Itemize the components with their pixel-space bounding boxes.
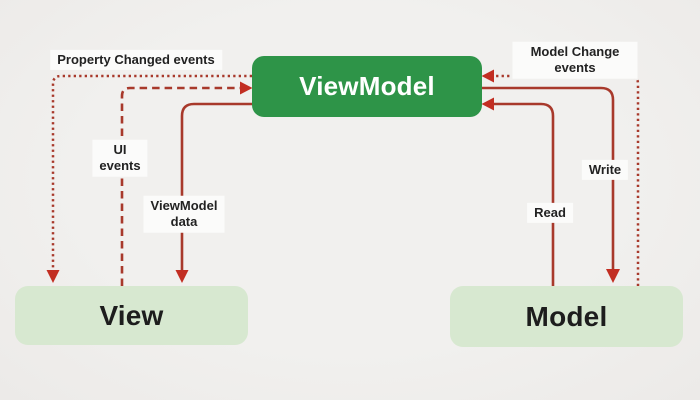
arrowhead-right-icon (240, 81, 253, 95)
label-read: Read (527, 202, 573, 224)
label-viewmodel-data: ViewModel data (143, 195, 225, 233)
label-model-change-events: Model Change events (512, 41, 638, 79)
arrowhead-down-icon (46, 270, 60, 283)
label-property-changed-events: Property Changed events (50, 49, 222, 71)
arrowhead-left-icon (481, 97, 494, 111)
node-view-label: View (99, 299, 164, 331)
edge-write (482, 86, 615, 269)
arrowhead-left-icon (481, 69, 494, 83)
edge-property-changed-events (51, 74, 252, 270)
edge-read (494, 102, 555, 286)
arrowhead-down-icon (606, 269, 620, 283)
label-write: Write (581, 159, 629, 181)
edge-model-change-events (494, 74, 640, 286)
node-model: Model (450, 286, 683, 347)
arrowhead-down-icon (175, 270, 189, 283)
node-viewmodel: ViewModel (252, 56, 482, 117)
node-viewmodel-label: ViewModel (299, 71, 435, 101)
edge-ui-events (120, 86, 240, 286)
label-ui-events: UI events (92, 139, 148, 177)
node-view: View (15, 286, 248, 345)
edge-viewmodel-data (180, 102, 252, 270)
node-model-label: Model (525, 300, 608, 332)
